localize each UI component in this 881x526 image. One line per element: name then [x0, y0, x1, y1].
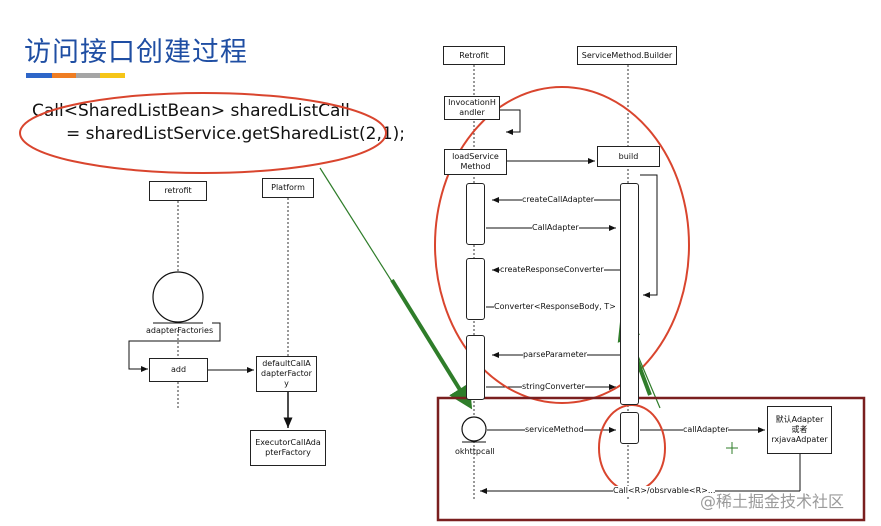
adapter-factories-label: adapterFactories: [146, 326, 214, 335]
string-converter-label: stringConverter: [522, 382, 585, 391]
default-adapter-box: 默认Adapter 或者 rxjavaAdpater: [767, 406, 832, 454]
converter-label: Converter<ResponseBody, T>: [494, 302, 616, 311]
add-box: add: [149, 358, 208, 382]
default-call-adapter-factory-box: defaultCallAdapterFactory: [256, 356, 317, 392]
service-method-label: serviceMethod: [525, 425, 584, 434]
crosshair-cursor-icon: [726, 442, 738, 454]
accent-bar-yellow: [100, 73, 125, 78]
code-line-1: Call<SharedListBean> sharedListCall: [32, 101, 350, 121]
builder-highlight-ellipse: [434, 86, 690, 404]
build-box: build: [597, 146, 660, 167]
activation-bar: [466, 335, 485, 400]
load-service-method-box: loadServiceMethod: [444, 149, 507, 175]
accent-bar-blue: [26, 73, 52, 78]
retrofit-lifeline-box: Retrofit: [443, 46, 505, 65]
watermark: @稀土掘金技术社区: [700, 492, 845, 511]
executor-call-adapter-factory-box: ExecutorCallAdapterFactory: [250, 430, 326, 466]
activation-bar: [466, 183, 485, 245]
activation-bar: [466, 258, 485, 320]
call-adapter-label: CallAdapter: [532, 223, 579, 232]
bottom-frame: [436, 396, 866, 522]
call-adapter-call-label: callAdapter: [683, 425, 729, 434]
activation-bar: [620, 412, 639, 444]
return-call-label: Call<R>/obsrvable<R>...: [613, 486, 716, 495]
accent-bar-orange: [52, 73, 76, 78]
accent-bar-gray: [76, 73, 100, 78]
platform-box: Platform: [262, 178, 314, 198]
service-method-builder-box: ServiceMethod.Builder: [577, 46, 677, 65]
activation-bar: [620, 183, 639, 405]
code-snippet: Call<SharedListBean> sharedListCall = sh…: [32, 100, 405, 146]
invocation-handler-box: InvocationHandler: [444, 96, 500, 120]
okhttpcall-label: okhttpcall: [455, 447, 495, 456]
slide-title: 访问接口创建过程: [24, 37, 248, 68]
adapter-factories-entity: [152, 271, 204, 323]
okhttpcall-entity: [461, 416, 487, 442]
retrofit-box: retrofit: [149, 181, 207, 201]
create-response-converter-label: createResponseConverter: [500, 265, 604, 274]
parse-parameter-label: parseParameter: [523, 350, 587, 359]
create-call-adapter-label: createCallAdapter: [522, 195, 595, 204]
code-line-2: = sharedListService.getSharedList(2,1);: [66, 124, 406, 144]
code-highlight-ellipse: [19, 92, 387, 174]
